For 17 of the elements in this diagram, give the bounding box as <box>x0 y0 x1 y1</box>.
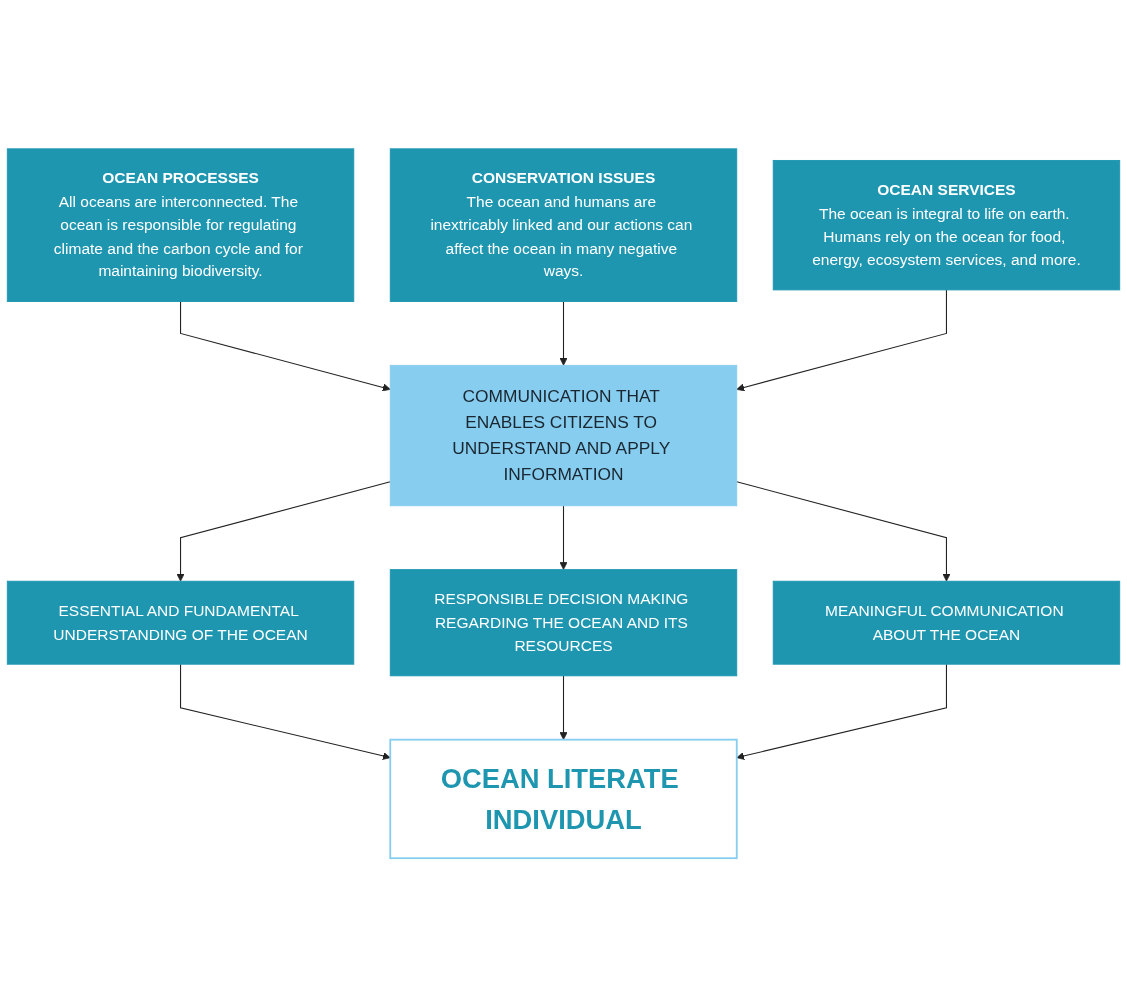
arrow <box>180 663 391 760</box>
arrow <box>176 481 391 582</box>
arrow <box>559 675 568 740</box>
arrow <box>180 301 391 392</box>
arrow <box>559 301 568 366</box>
node-box: ESSENTIAL AND FUNDAMENTAL UNDERSTANDING OF THE OCEAN <box>6 580 355 665</box>
node-box: MEANINGFUL COMMUNICATION ABOUT THE OCEAN <box>772 580 1121 665</box>
arrow <box>736 481 951 582</box>
node-box: CONSERVATION ISSUES The ocean and humans are inextricably linked and our actions can affect the ocean in many negative ways. <box>389 148 738 302</box>
arrow <box>736 289 947 392</box>
node-box: OCEAN PROCESSES All oceans are interconnected. The ocean is responsible for regulating climate and the carbon cycle and for maintaining biodiversity. <box>6 148 355 302</box>
node-box: COMMUNICATION THAT ENABLES CITIZENS TO UNDERSTAND AND APPLY INFORMATION <box>389 364 738 507</box>
node-box: OCEAN SERVICES The ocean is integral to life on earth. Humans rely on the ocean for food, energy, ecosystem services, and more. <box>772 159 1121 291</box>
node-box: RESPONSIBLE DECISION MAKING REGARDING THE OCEAN AND ITS RESOURCES <box>389 569 738 677</box>
node-box: OCEAN LITERATE INDIVIDUAL <box>389 738 738 860</box>
arrow <box>559 505 568 570</box>
arrow <box>736 663 947 760</box>
